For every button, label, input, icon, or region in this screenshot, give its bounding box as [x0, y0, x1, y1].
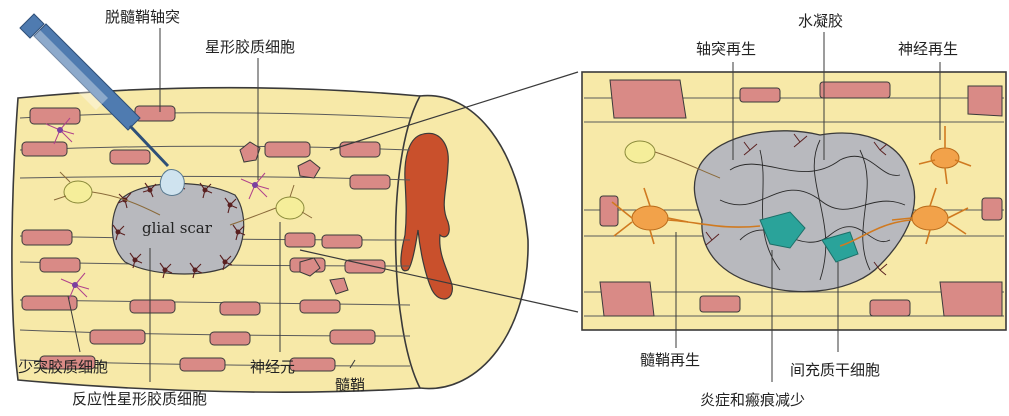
label-myelin-regeneration: 髓鞘再生 — [640, 351, 700, 369]
zoomed-repair-panel — [582, 72, 1006, 330]
label-glial-scar: glial scar — [142, 219, 213, 237]
spinal-cord-segment — [12, 14, 578, 392]
label-hydrogel: 水凝胶 — [798, 12, 843, 30]
label-mesenchymal-stem-cell: 间充质干细胞 — [790, 361, 880, 379]
label-reactive-astrocyte: 反应性星形胶质细胞 — [72, 390, 207, 408]
label-oligodendrocyte: 少突胶质细胞 — [18, 358, 108, 376]
label-neuron: 神经元 — [250, 358, 295, 376]
label-nerve-regeneration: 神经再生 — [898, 40, 958, 58]
label-axon-regeneration: 轴突再生 — [696, 40, 756, 58]
label-demyelinated-axon: 脱髓鞘轴突 — [105, 8, 180, 26]
label-astrocyte: 星形胶质细胞 — [205, 38, 295, 56]
label-myelin: 髓鞘 — [335, 376, 365, 394]
hydrogel-droplet — [160, 170, 184, 196]
label-reduced-inflammation-scar: 炎症和瘢痕减少 — [700, 391, 805, 409]
